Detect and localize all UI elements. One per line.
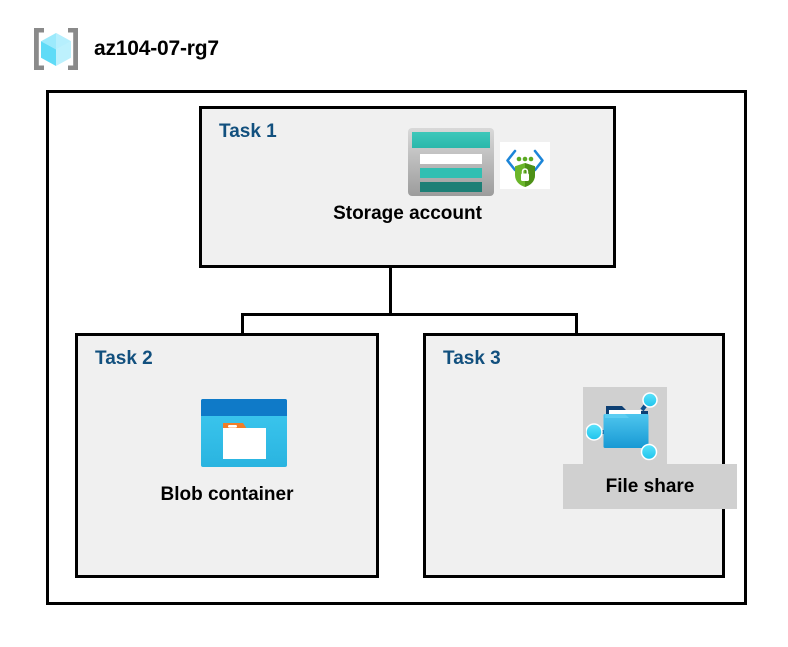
resource-group-header: az104-07-rg7	[30, 26, 219, 72]
blob-container-icon	[201, 399, 287, 467]
task-box-task1[interactable]: Task 1	[199, 106, 616, 268]
node-caption-blob-container: Blob container	[160, 484, 294, 505]
task-box-task2[interactable]: Task 2 Blob container	[75, 333, 379, 578]
task-label-task2: Task 2	[95, 348, 153, 369]
security-shield-icon	[500, 142, 550, 189]
azure-resource-group-icon	[34, 28, 78, 70]
task-box-task3[interactable]: Task 3	[423, 333, 737, 578]
task-label-task1: Task 1	[219, 121, 277, 142]
resource-group-container: Task 1	[46, 90, 747, 605]
storage-account-icon	[408, 128, 494, 196]
connector-storage-stem	[389, 233, 392, 315]
file-share-caption-highlight	[563, 464, 737, 509]
resource-group-title: az104-07-rg7	[94, 37, 219, 60]
node-caption-storage-account: Storage account	[333, 203, 482, 224]
task-label-task3: Task 3	[443, 348, 501, 369]
connector-horizontal-bus	[241, 313, 578, 316]
file-share-icon	[586, 392, 658, 461]
node-caption-file-share: File share	[605, 476, 695, 497]
